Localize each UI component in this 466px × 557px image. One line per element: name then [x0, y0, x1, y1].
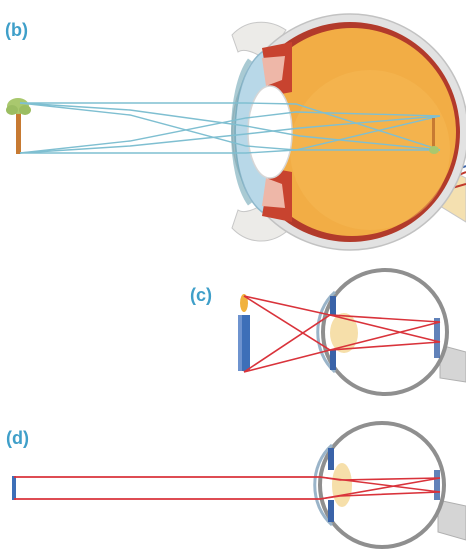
iris-lower-c [330, 350, 336, 370]
iris-lower-d [328, 500, 334, 522]
panel-label-c: (c) [190, 285, 212, 306]
iris-upper-d [328, 448, 334, 470]
candle-object-icon [238, 294, 250, 371]
panel-label-d: (d) [6, 428, 29, 449]
panel-label-b: (b) [5, 20, 28, 41]
panel-c [238, 270, 466, 394]
distant-object-icon [12, 476, 16, 500]
panel-d [12, 423, 466, 547]
retina-d [434, 470, 440, 500]
tree-object-icon [6, 98, 31, 154]
panel-b [6, 14, 466, 250]
lens-d [332, 463, 352, 507]
iris-upper-c [330, 296, 336, 316]
